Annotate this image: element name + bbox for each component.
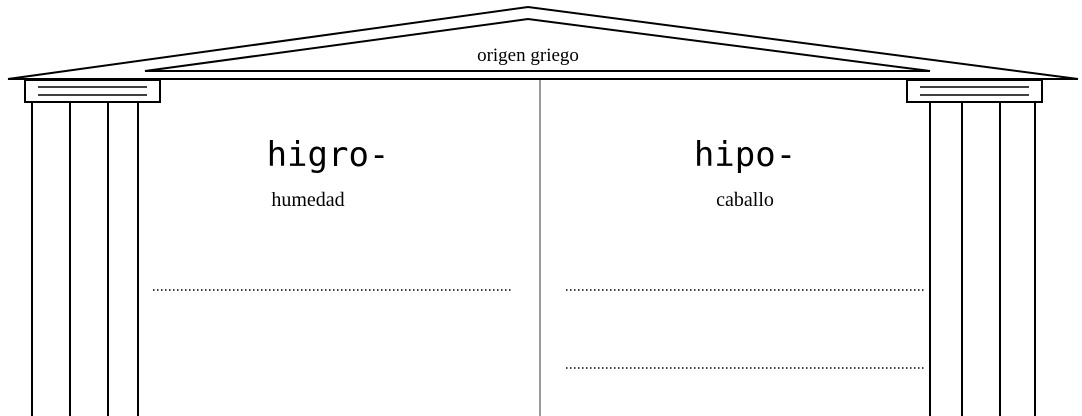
right-capital — [906, 79, 1043, 103]
meaning-humedad: humedad — [271, 189, 344, 211]
meaning-caballo: caballo — [716, 189, 774, 211]
right-column — [929, 102, 1036, 416]
roof-outer — [7, 5, 1079, 80]
left-capital — [24, 79, 161, 103]
left-column — [31, 102, 139, 416]
prefix-higro: higro- — [267, 135, 390, 175]
prefix-hipo: hipo- — [694, 135, 796, 175]
pediment — [7, 5, 1079, 80]
pediment-label: origen griego — [477, 45, 579, 66]
roof-inner — [144, 17, 931, 72]
